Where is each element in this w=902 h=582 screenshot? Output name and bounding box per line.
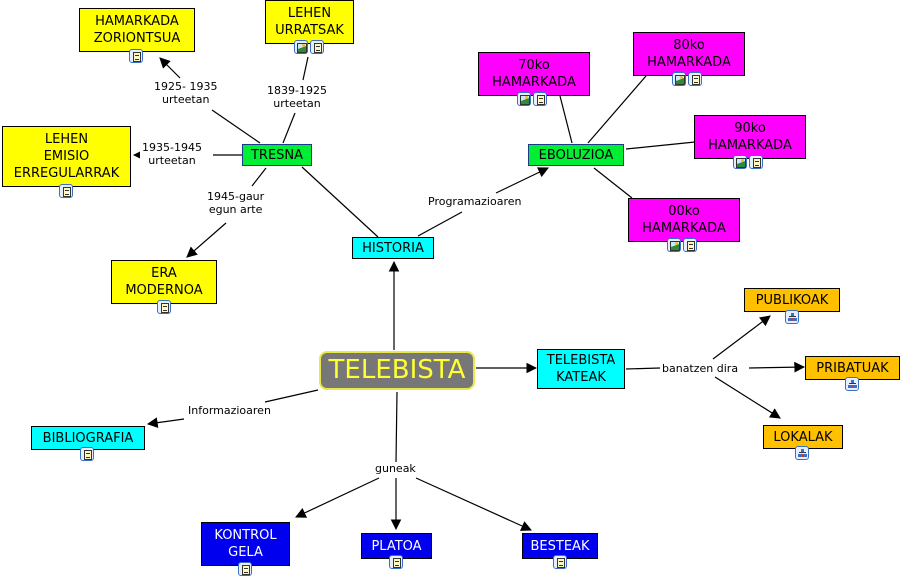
node-pribatuak[interactable]: PRIBATUAK — [805, 356, 900, 380]
node-bibliografia-label: BIBLIOGRAFIA — [42, 430, 134, 446]
node-telebista-kateak-label: TELEBISTA KATEAK — [546, 353, 616, 385]
link-1925-zoriontsua — [159, 57, 181, 79]
document-icon[interactable] — [553, 555, 567, 569]
node-historia-label: HISTORIA — [362, 240, 424, 256]
link-label-programazioaren: Programazioaren — [426, 195, 524, 208]
document-icon[interactable] — [389, 555, 403, 569]
node-hamarkada-zoriontsua[interactable]: HAMARKADA ZORIONTSUA — [79, 8, 195, 52]
node-lehen-urratsak-label: LEHEN URRATSAK — [275, 6, 344, 38]
node-tresna-label: TRESNA — [250, 147, 304, 163]
node-lokalak[interactable]: LOKALAK — [763, 425, 843, 449]
document-icon[interactable] — [749, 155, 763, 169]
link-label-guneak: guneak — [373, 462, 418, 475]
node-pribatuak-label: PRIBATUAK — [816, 360, 889, 376]
node-kontrol-gela[interactable]: KONTROL GELA — [201, 522, 290, 566]
document-icon[interactable] — [59, 184, 73, 198]
link-1945-modernoa — [186, 222, 227, 258]
image-icon[interactable] — [294, 40, 308, 54]
node-telebista-label: TELEBISTA — [328, 355, 466, 385]
link-historia-tresna — [301, 166, 379, 238]
node-telebista-kateak[interactable]: TELEBISTA KATEAK — [537, 349, 625, 389]
node-platoa[interactable]: PLATOA — [361, 533, 432, 559]
link-kateak-banatzen — [625, 367, 661, 370]
link-1839-urratsak — [302, 56, 309, 81]
link-eboluzioa-90 — [625, 141, 696, 150]
image-icon[interactable] — [517, 92, 531, 106]
node-70ko-hamarkada[interactable]: 70ko HAMARKADA — [478, 52, 590, 96]
link-historia-programazioaren — [417, 211, 463, 237]
link-tresna-1945 — [251, 167, 267, 187]
link-banatzen-publikoak — [712, 315, 771, 360]
link-label-informazioaren: Informazioaren — [186, 404, 273, 417]
link-eboluzioa-00 — [593, 167, 633, 199]
link-label-1945-gaur: 1945-gaur egun arte — [205, 190, 267, 216]
link-tresna-1839 — [282, 112, 296, 144]
node-publikoak[interactable]: PUBLIKOAK — [744, 288, 840, 312]
link-eboluzioa-80 — [587, 75, 647, 144]
node-publikoak-label: PUBLIKOAK — [755, 292, 829, 308]
concept-map-icon[interactable] — [785, 310, 799, 324]
document-icon[interactable] — [129, 49, 143, 63]
document-icon[interactable] — [688, 72, 702, 86]
node-tresna[interactable]: TRESNA — [242, 144, 312, 166]
link-label-banatzen-dira: banatzen dira — [660, 362, 741, 375]
node-80ko-label: 80ko HAMARKADA — [647, 38, 731, 70]
node-kontrol-gela-label: KONTROL GELA — [214, 528, 277, 560]
document-icon[interactable] — [157, 300, 171, 314]
node-90ko-hamarkada[interactable]: 90ko HAMARKADA — [694, 115, 806, 159]
node-00ko-label: 00ko HAMARKADA — [642, 204, 726, 236]
node-90ko-label: 90ko HAMARKADA — [708, 121, 792, 153]
node-hamarkada-zoriontsua-label: HAMARKADA ZORIONTSUA — [93, 14, 181, 46]
node-lehen-emisio-erregularrak[interactable]: LEHEN EMISIO ERREGULARRAK — [2, 126, 131, 187]
document-icon[interactable] — [310, 40, 324, 54]
link-telebista-guneak — [395, 391, 398, 463]
concept-map-icon[interactable] — [845, 377, 859, 391]
link-label-1935-1945: 1935-1945 urteetan — [140, 141, 204, 167]
node-bibliografia[interactable]: BIBLIOGRAFIA — [31, 426, 145, 450]
node-eboluzioa-label: EBOLUZIOA — [538, 147, 614, 163]
link-programazioaren-eboluzioa — [495, 167, 549, 194]
document-icon[interactable] — [683, 238, 697, 252]
node-70ko-label: 70ko HAMARKADA — [492, 58, 576, 90]
link-eboluzioa-70 — [559, 95, 573, 144]
node-era-modernoa-label: ERA MODERNOA — [125, 266, 203, 298]
link-informazioaren-bibliografia — [146, 417, 185, 429]
link-guneak-besteak — [415, 477, 532, 531]
image-icon[interactable] — [667, 238, 681, 252]
node-platoa-label: PLATOA — [371, 538, 422, 554]
image-icon[interactable] — [672, 72, 686, 86]
image-icon[interactable] — [733, 155, 747, 169]
link-tresna-1925 — [211, 109, 261, 144]
document-icon[interactable] — [80, 447, 94, 461]
link-guneak-kontrol — [295, 477, 380, 518]
concept-map-icon[interactable] — [795, 446, 809, 460]
node-era-modernoa[interactable]: ERA MODERNOA — [111, 260, 217, 304]
node-eboluzioa[interactable]: EBOLUZIOA — [528, 144, 624, 166]
node-80ko-hamarkada[interactable]: 80ko HAMARKADA — [633, 32, 745, 76]
link-banatzen-lokalak — [714, 376, 781, 419]
node-lokalak-label: LOKALAK — [773, 429, 833, 445]
node-00ko-hamarkada[interactable]: 00ko HAMARKADA — [628, 198, 740, 242]
node-besteak-label: BESTEAK — [530, 538, 590, 554]
link-banatzen-pribatuak — [748, 361, 806, 373]
node-lehen-emisio-label: LEHEN EMISIO ERREGULARRAK — [13, 132, 120, 181]
link-telebista-informazioaren — [264, 389, 319, 403]
link-label-1925-1935: 1925- 1935 urteetan — [152, 80, 220, 106]
node-lehen-urratsak[interactable]: LEHEN URRATSAK — [265, 0, 354, 44]
link-label-1839-1925: 1839-1925 urteetan — [265, 84, 329, 110]
node-historia[interactable]: HISTORIA — [352, 237, 434, 259]
node-telebista[interactable]: TELEBISTA — [319, 351, 475, 390]
document-icon[interactable] — [238, 562, 252, 576]
document-icon[interactable] — [533, 92, 547, 106]
node-besteak[interactable]: BESTEAK — [522, 533, 598, 559]
